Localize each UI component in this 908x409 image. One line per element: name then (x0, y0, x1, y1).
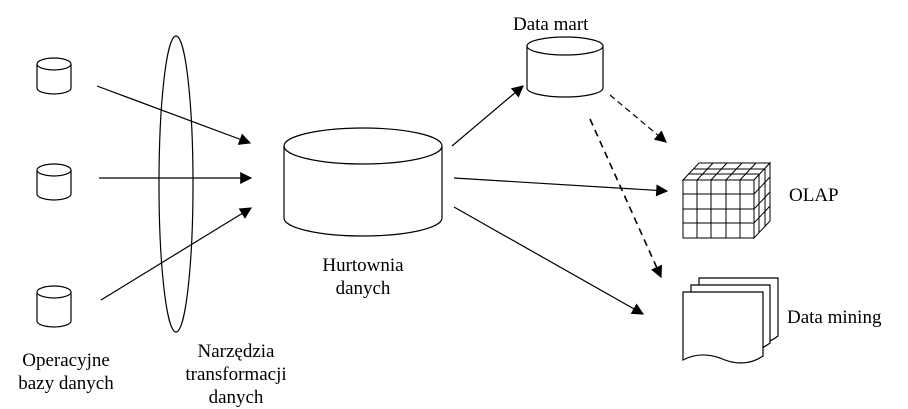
arrow-warehouse-to-datamart (451, 85, 524, 147)
arrow-db1-to-warehouse (96, 85, 252, 145)
dashed-arrow-datamart-to-datamining (589, 118, 663, 279)
operational-db-2 (36, 163, 72, 201)
transformation-tools-label-line-2: transformacji (185, 364, 287, 385)
data-warehouse-label: Hurtownia danych (300, 254, 426, 300)
data-mining-label: Data mining (787, 307, 882, 328)
operational-db-label-line-2: bazy danych (18, 373, 114, 394)
data-warehouse-label-line-1: Hurtownia (322, 255, 404, 276)
data-mart-cylinder (526, 36, 604, 98)
data-warehouse-label-line-2: danych (335, 278, 391, 299)
arrow-warehouse-to-olap (453, 177, 669, 197)
data-mart-label: Data mart (513, 14, 589, 35)
olap-cube-icon (681, 161, 772, 240)
operational-db-1 (36, 57, 72, 95)
operational-db-3 (36, 285, 72, 328)
olap-label: OLAP (789, 185, 839, 206)
data-mining-documents-icon (682, 277, 779, 364)
transformation-tools-ellipse (158, 35, 194, 333)
transformation-tools-label-line-3: danych (208, 387, 264, 408)
arrow-warehouse-to-datamining (453, 206, 645, 315)
transformation-tools-label-line-1: Narzędzia (197, 341, 275, 362)
arrow-db3-to-warehouse (100, 207, 253, 301)
operational-db-label-line-1: Operacyjne (22, 350, 110, 371)
dashed-arrow-datamart-to-olap (609, 94, 667, 143)
transformation-tools-label: Narzędzia transformacji danych (166, 340, 306, 409)
data-warehouse-cylinder (283, 127, 443, 237)
operational-db-label: Operacyjne bazy danych (3, 349, 129, 395)
